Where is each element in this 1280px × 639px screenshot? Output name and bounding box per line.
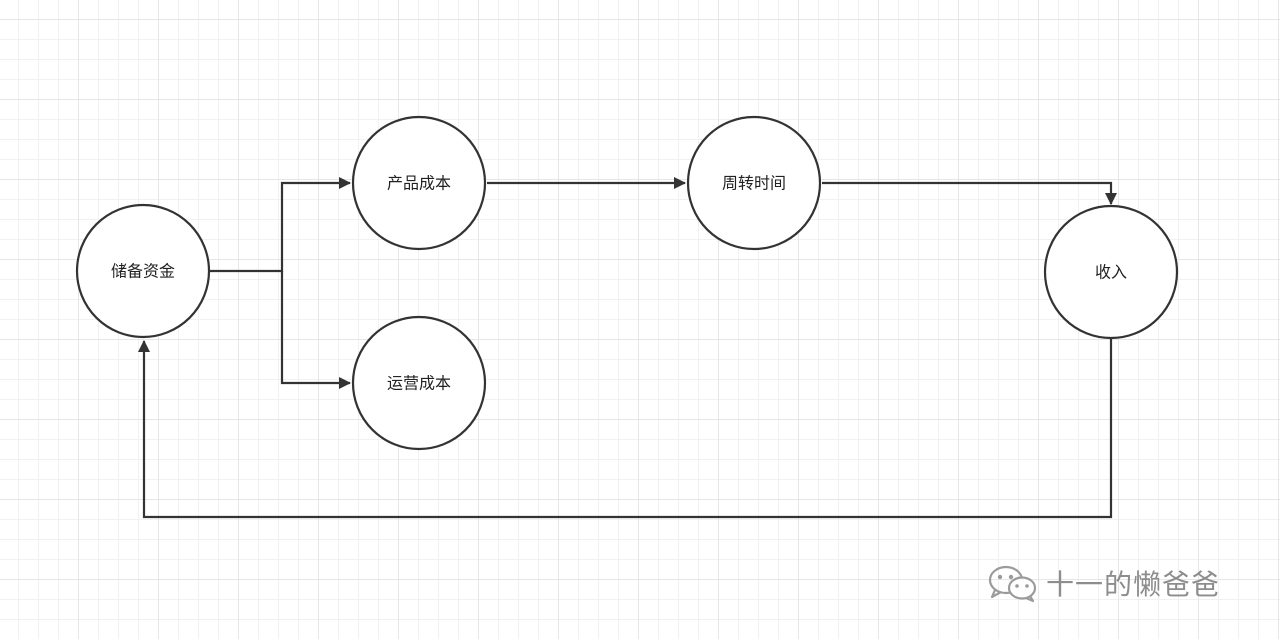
node-product-cost: 产品成本 (351, 115, 487, 251)
node-reserve-funds: 储备资金 (75, 203, 211, 339)
edge-income-to-reserve (138, 339, 1113, 519)
node-income-label: 收入 (1095, 263, 1127, 282)
node-operating-cost: 运营成本 (351, 315, 487, 451)
watermark-text: 十一的懒爸爸 (1046, 568, 1221, 601)
node-reserve-funds-label: 储备资金 (111, 262, 175, 281)
wechat-icon (988, 565, 1037, 603)
node-turnover-time-label: 周转时间 (722, 174, 786, 193)
edge-reserve-to-operating-cost (280, 271, 351, 389)
edge-reserve-to-product-cost (210, 177, 351, 273)
edges (138, 177, 1117, 519)
node-income: 收入 (1043, 204, 1179, 340)
watermark: 十一的懒爸爸 (986, 560, 1220, 606)
node-operating-cost-label: 运营成本 (387, 374, 451, 393)
node-product-cost-label: 产品成本 (387, 174, 451, 193)
edge-turnover-time-to-income (822, 181, 1117, 205)
node-turnover-time: 周转时间 (686, 115, 822, 251)
